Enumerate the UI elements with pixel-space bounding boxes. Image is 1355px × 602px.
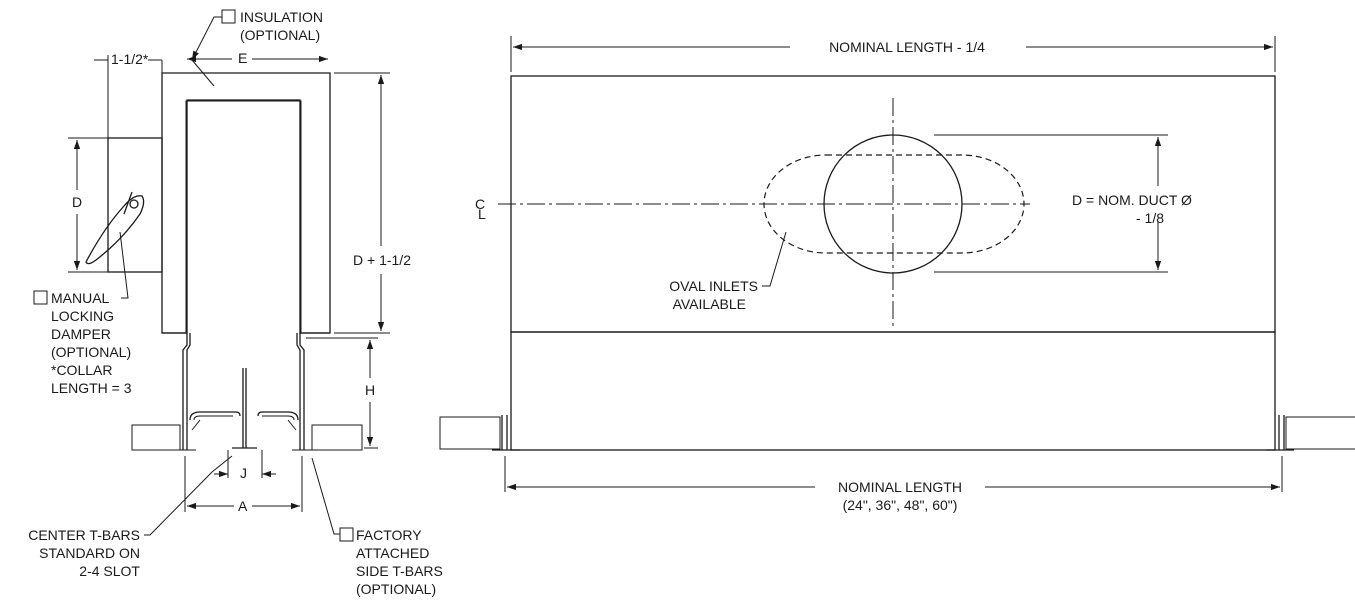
side-tbar-note-1: FACTORY <box>356 527 422 543</box>
damper-note-1: MANUAL <box>51 290 110 306</box>
insulation-hatch <box>161 72 331 334</box>
ceiling-tile-right <box>311 424 363 451</box>
center-tbar-note-3: 2-4 SLOT <box>79 563 140 579</box>
housing-left-wall <box>182 333 191 450</box>
centerline-c: C <box>475 196 485 212</box>
duct-dim-label: D <box>72 194 82 210</box>
bottom-length-label: NOMINAL LENGTH <box>838 479 962 495</box>
housing-face <box>510 331 1276 451</box>
oval-note-1: OVAL INLETS <box>669 278 758 294</box>
front-ceiling-tile-left <box>439 416 501 450</box>
plenum-inner-liner <box>185 100 302 333</box>
collar-dim-label: 1-1/2* <box>111 51 149 67</box>
damper-note-6: LENGTH = 3 <box>51 380 132 396</box>
front-ceiling-tile-right <box>1285 416 1355 450</box>
neck-dim-label: H <box>365 382 375 398</box>
opening-dim-label: A <box>238 498 248 514</box>
front-view: NOMINAL LENGTH - 1/4 C L D = NOM. DUCT Ø… <box>439 36 1355 513</box>
insulation-label: INSULATION <box>240 9 323 25</box>
duct-diameter-label-2: - 1/8 <box>1136 210 1164 226</box>
damper-note-5: *COLLAR <box>51 362 112 378</box>
oval-inlet-outline <box>763 154 1025 254</box>
oval-note-2: AVAILABLE <box>673 296 746 312</box>
side-tbar-note-4: (OPTIONAL) <box>356 581 436 597</box>
damper-blade <box>85 191 145 265</box>
centerline-l: L <box>478 206 486 222</box>
duct-diameter-label-1: D = NOM. DUCT Ø <box>1072 192 1192 208</box>
damper-note-2: LOCKING <box>51 308 114 324</box>
damper-note-4: (OPTIONAL) <box>51 344 131 360</box>
housing-right-wall <box>296 333 305 450</box>
side-view: 1-1/2* E D D + 1-1/2 H J A <box>28 9 443 597</box>
inlet-collar <box>107 60 163 273</box>
side-tbar-note-3: SIDE T-BARS <box>356 563 443 579</box>
top-length-label: NOMINAL LENGTH - 1/4 <box>829 39 985 55</box>
ceiling-tile-left <box>131 424 181 451</box>
bottom-sizes-label: (24", 36", 48", 60") <box>843 497 958 513</box>
damper-checkbox <box>33 290 48 305</box>
width-dim-label: E <box>238 50 247 66</box>
side-tbar-checkbox <box>339 527 354 542</box>
side-tbar-note-2: ATTACHED <box>356 545 429 561</box>
slot-blades <box>189 411 299 431</box>
insulation-optional: (OPTIONAL) <box>240 27 320 43</box>
slot-gap-dim-label: J <box>240 465 247 481</box>
insulation-checkbox <box>221 9 236 24</box>
damper-note-3: DAMPER <box>51 326 111 342</box>
center-tbar <box>232 368 257 449</box>
center-tbar-note-1: CENTER T-BARS <box>28 527 140 543</box>
height-dim-label: D + 1-1/2 <box>353 252 411 268</box>
center-tbar-note-2: STANDARD ON <box>39 545 140 561</box>
